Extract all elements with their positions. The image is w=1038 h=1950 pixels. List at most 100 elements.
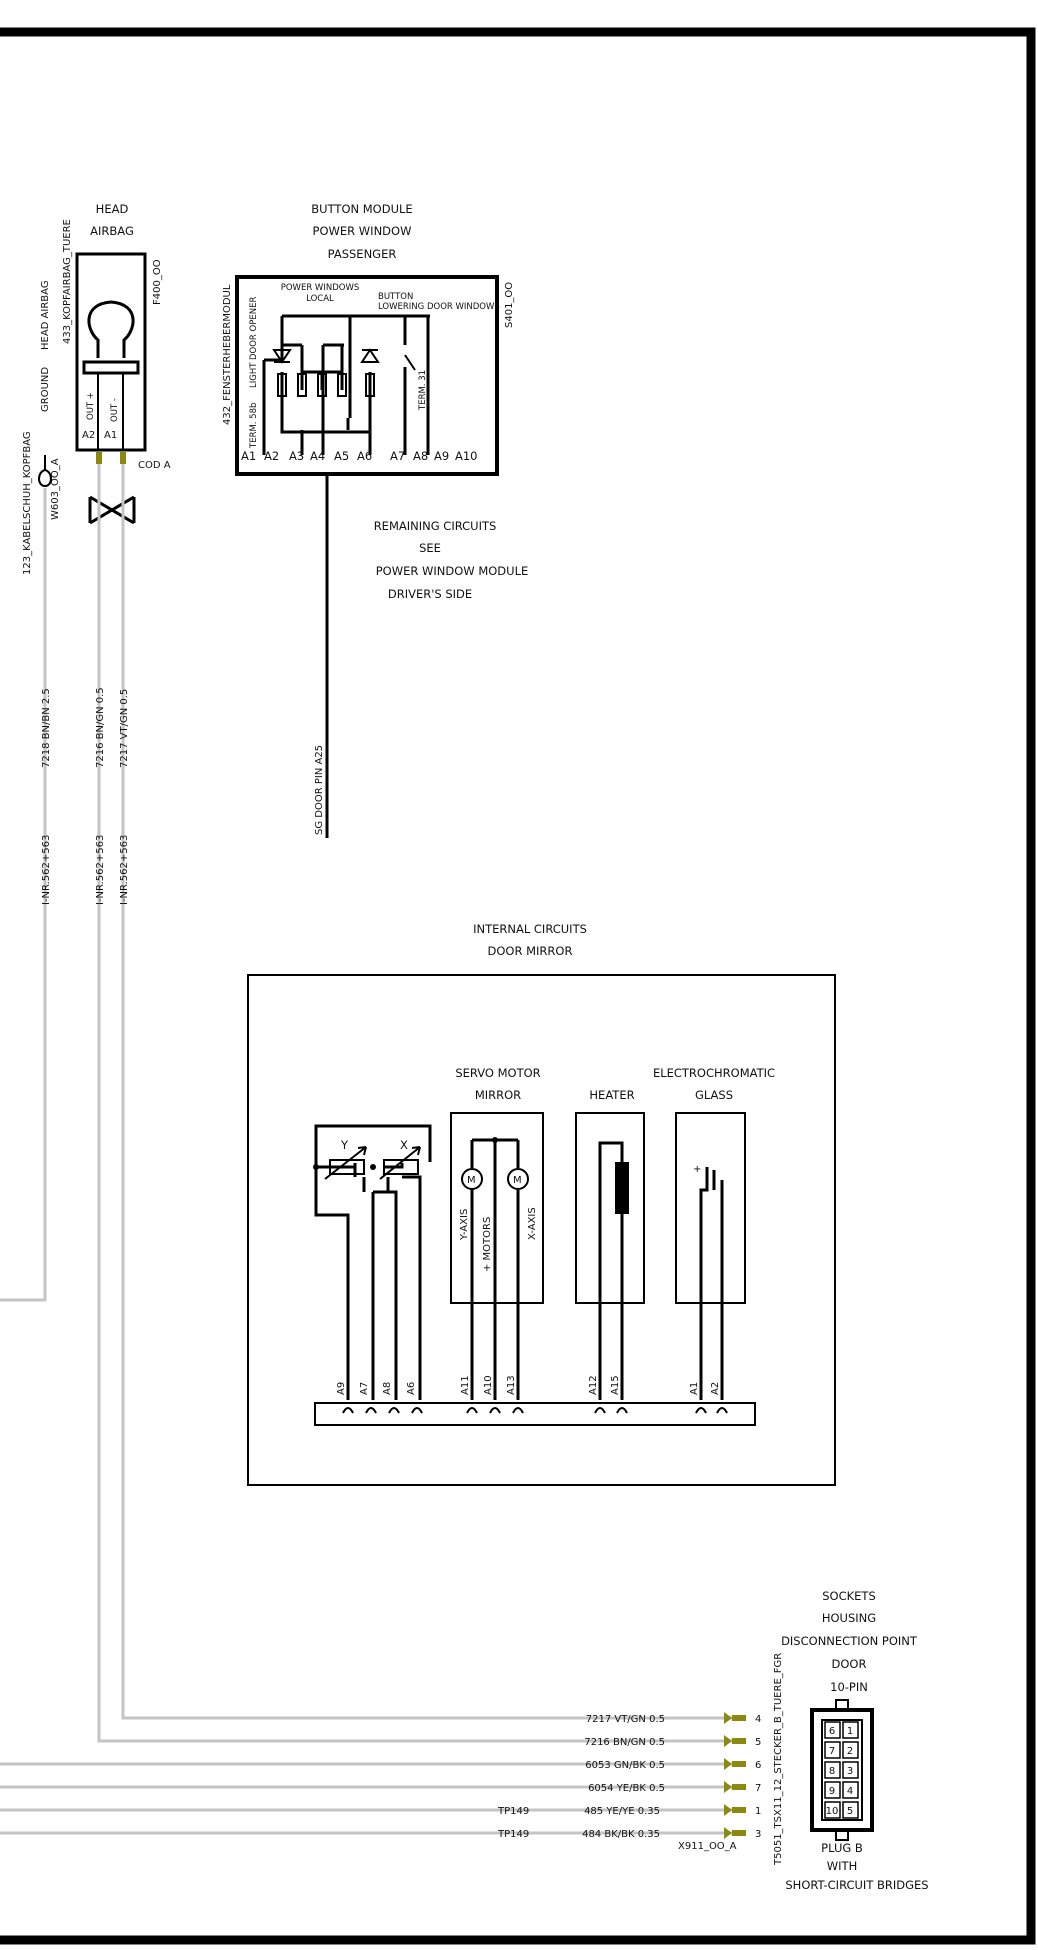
airbag-pin-a2-terminal (96, 452, 102, 464)
plug-cell-8: 8 (829, 1766, 835, 1777)
mirror-pin-a15: A15 (610, 1375, 621, 1395)
row-wire-label-3: 6053 GN/BK 0.5 (585, 1760, 665, 1771)
head-airbag-title-2: AIRBAG (90, 224, 134, 238)
head-airbag-title-1: HEAD (96, 202, 129, 216)
button-pin-a10: A10 (455, 449, 478, 463)
plug-caption-3: SHORT-CIRCUIT BRIDGES (785, 1878, 928, 1892)
airbag-connector-label: 433_KOPFAIRBAG_TUERE (62, 219, 73, 344)
term58b-label: TERM. 58b (249, 403, 259, 449)
power-windows-local-2: LOCAL (306, 294, 334, 304)
motors-plus-label: + MOTORS (482, 1217, 493, 1272)
button-module-title-3: PASSENGER (328, 247, 397, 261)
plug-pin-cells (824, 1721, 859, 1819)
electro-circuit (699, 1167, 724, 1400)
mirror-frame (247, 974, 836, 1486)
sockets-component: SOCKETS HOUSING DISCONNECTION POINT DOOR… (678, 1589, 929, 1892)
plug-cell-4: 4 (847, 1786, 853, 1797)
mirror-pin-a9: A9 (336, 1382, 347, 1395)
mirror-title-2: DOOR MIRROR (488, 944, 573, 958)
button-module-id-label: S401_OO (504, 282, 515, 328)
wire-7217-label: 7217 VT/GN 0.5 (119, 689, 130, 768)
plug-wire-terminals (724, 1712, 746, 1839)
plug-cell-3: 3 (847, 1766, 853, 1777)
airbag-pin-a2: A2 (82, 430, 95, 441)
head-airbag-box (75, 252, 147, 452)
wire-7216 (97, 464, 740, 1743)
pot-circuit (314, 1124, 432, 1400)
airbag-igniter-bar (82, 360, 140, 375)
pot-y-wiper-icon (324, 1146, 367, 1180)
electro-plus: + (693, 1164, 701, 1175)
mirror-title-1: INTERNAL CIRCUITS (473, 922, 587, 936)
mirror-pin-a6: A6 (406, 1382, 417, 1395)
power-windows-local-1: POWER WINDOWS (281, 283, 360, 293)
plug-caption-2: WITH (827, 1859, 857, 1873)
button-pin-a2: A2 (264, 449, 279, 463)
pot-y-resistor (329, 1159, 365, 1175)
button-lowering-1: BUTTON (378, 292, 413, 302)
plug-cell-9: 9 (829, 1786, 835, 1797)
plug-pin-7: 7 (755, 1783, 761, 1794)
airbag-id-label: F400_OO (152, 259, 163, 305)
eyelet-icon (38, 455, 52, 488)
head-airbag-component: HEAD AIRBAG 433_KOPFAIRBAG_TUERE F400_OO… (40, 202, 171, 525)
button-pin-a5: A5 (334, 449, 349, 463)
row-wire-label-1: 7217 VT/GN 0.5 (586, 1714, 665, 1725)
plug-cell-5: 5 (847, 1806, 853, 1817)
wire-7218 (0, 488, 47, 1302)
diode-2-icon (360, 348, 380, 363)
eyelet-id-label: W603_OO_A (50, 458, 61, 520)
sockets-connector-label: T5051_TSX11_12_STECKER_B_TUERE_FGR (773, 1653, 784, 1866)
remaining-circuits-3: POWER WINDOW MODULE (376, 564, 529, 578)
heater-circuit (598, 1141, 624, 1400)
button-resistor-3 (317, 373, 327, 397)
wire-7218-label: 7218 BN/BN 2.5 (41, 688, 52, 768)
ground-label: GROUND (40, 367, 51, 412)
pot-x-wiper-icon (379, 1146, 421, 1180)
motor-y-m: M (467, 1175, 476, 1186)
button-resistor-2 (297, 373, 307, 397)
button-module-component: BUTTON MODULE POWER WINDOW PASSENGER 432… (222, 202, 515, 838)
button-pin-a8: A8 (413, 449, 428, 463)
wire-7216-label: 7216 BN/GN 0.5 (95, 687, 106, 768)
wire-7218-inr: I-NR.562+563 (41, 835, 52, 905)
diode-1-icon (272, 349, 292, 364)
mirror-pin-a13: A13 (506, 1375, 517, 1395)
y-axis-label: Y-AXIS (459, 1209, 470, 1241)
light-label: LIGHT (249, 362, 259, 388)
plug-pin-3: 3 (755, 1829, 761, 1840)
plug-wires (0, 1762, 740, 1835)
plug-cell-2: 2 (847, 1746, 853, 1757)
pot-x-label: X (400, 1138, 408, 1152)
remaining-circuits-4: DRIVER'S SIDE (388, 587, 472, 601)
page-frame (0, 27, 1036, 1945)
mirror-connector-terminals (342, 1407, 728, 1414)
servo-circuit (470, 1138, 520, 1400)
plug-pin-1: 1 (755, 1806, 761, 1817)
remaining-circuits-1: REMAINING CIRCUITS (374, 519, 497, 533)
motor-x-m: M (513, 1175, 522, 1186)
mirror-pin-a11: A11 (460, 1375, 471, 1395)
plug-cell-1: 1 (847, 1726, 853, 1737)
sockets-id-label: X911_OO_A (678, 1841, 737, 1852)
mirror-pin-a10: A10 (483, 1375, 494, 1395)
heater-title: HEATER (589, 1088, 634, 1102)
mirror-pin-a2: A2 (710, 1382, 721, 1395)
remaining-circuits-2: SEE (419, 541, 441, 555)
button-pin-a3: A3 (289, 449, 304, 463)
plug-pin-5: 5 (755, 1737, 761, 1748)
door-mirror-component: INTERNAL CIRCUITS DOOR MIRROR SERVO MOTO… (247, 922, 836, 1486)
motor-x-icon (507, 1168, 529, 1190)
connector-coding-icon (88, 495, 136, 525)
button-module-title-2: POWER WINDOW (313, 224, 412, 238)
button-resistor-5 (365, 373, 375, 397)
mirror-connector-bar (314, 1402, 756, 1426)
sg-door-pin-label: SG DOOR PIN A25 (314, 745, 325, 835)
button-pin-a6: A6 (357, 449, 372, 463)
mirror-pin-a12: A12 (588, 1375, 599, 1395)
sockets-title-1: SOCKETS (822, 1589, 876, 1603)
sockets-title-3: DISCONNECTION POINT (781, 1634, 918, 1648)
button-lowering-2: LOWERING DOOR WINDOWS (378, 302, 500, 312)
plug-cell-7: 7 (829, 1746, 835, 1757)
